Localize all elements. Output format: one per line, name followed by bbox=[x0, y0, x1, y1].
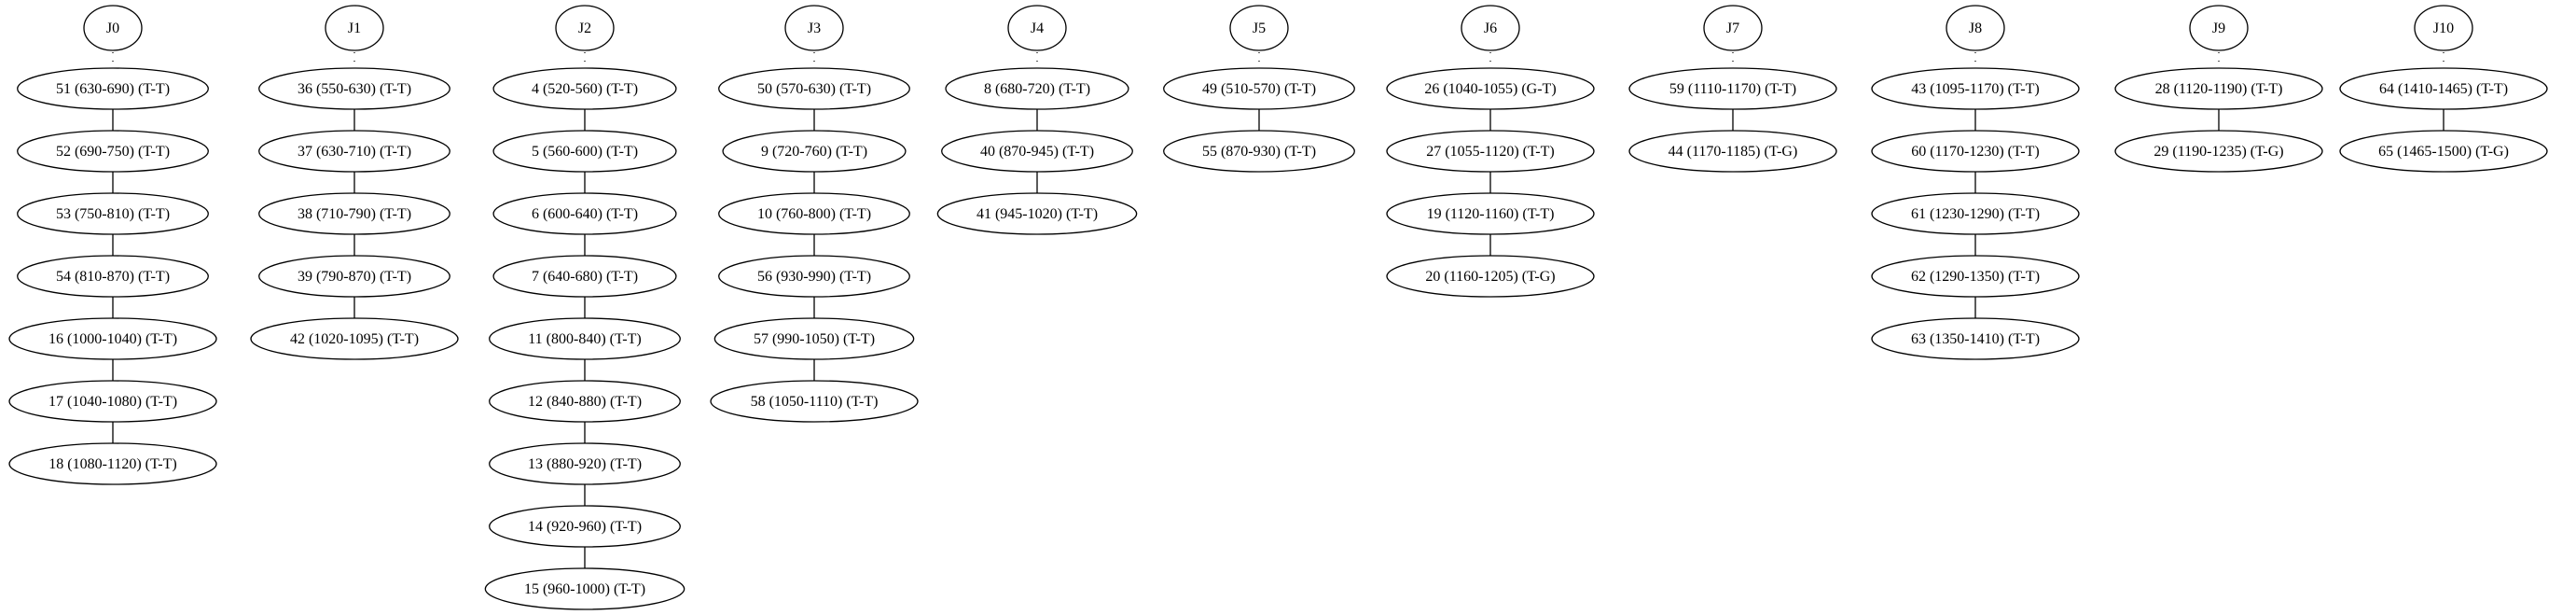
job-node bbox=[1229, 5, 1289, 51]
job-node bbox=[1461, 5, 1520, 51]
task-node bbox=[1628, 130, 1837, 173]
task-label: 42 (1020-1095) (T-T) bbox=[290, 331, 419, 347]
task-node bbox=[1163, 130, 1355, 173]
task-label: 14 (920-960) (T-T) bbox=[528, 519, 642, 535]
task-label: 17 (1040-1080) (T-T) bbox=[48, 394, 177, 410]
task-label: 53 (750-810) (T-T) bbox=[56, 206, 170, 222]
job-column-j2: J2 4 (520-560) (T-T) 5 (560-600) (T-T) 6 (6… bbox=[484, 5, 686, 610]
job-node bbox=[325, 5, 384, 51]
task-label: 38 (710-790) (T-T) bbox=[298, 206, 411, 222]
job-node bbox=[784, 5, 844, 51]
job-label: J5 bbox=[1253, 21, 1266, 36]
job-column-j10: J10 64 (1410-1465) (T-T) 65 (1465-1500) (T… bbox=[2339, 5, 2548, 173]
task-label: 9 (720-760) (T-T) bbox=[761, 144, 867, 160]
job-node bbox=[2414, 5, 2473, 51]
job-label: J6 bbox=[1484, 21, 1497, 36]
job-node bbox=[1946, 5, 2005, 51]
task-label: 13 (880-920) (T-T) bbox=[528, 456, 642, 472]
task-label: 4 (520-560) (T-T) bbox=[532, 81, 638, 97]
task-label: 44 (1170-1185) (T-G) bbox=[1669, 144, 1798, 160]
task-label: 8 (680-720) (T-T) bbox=[984, 81, 1090, 97]
job-label: J3 bbox=[808, 21, 821, 36]
job-column-j6: J6 26 (1040-1055) (G-T) 27 (1055-1120) (T-… bbox=[1386, 5, 1595, 298]
task-label: 61 (1230-1290) (T-T) bbox=[1911, 206, 2040, 222]
task-label: 57 (990-1050) (T-T) bbox=[754, 331, 875, 347]
task-label: 16 (1000-1040) (T-T) bbox=[48, 331, 177, 347]
task-label: 15 (960-1000) (T-T) bbox=[524, 581, 645, 597]
task-label: 29 (1190-1235) (T-G) bbox=[2154, 144, 2283, 160]
job-label: J4 bbox=[1031, 21, 1044, 36]
job-column-j3: J3 50 (570-630) (T-T) 9 (720-760) (T-T) 10 … bbox=[710, 5, 919, 423]
task-label: 11 (800-840) (T-T) bbox=[528, 331, 641, 347]
task-node bbox=[250, 317, 459, 360]
task-label: 63 (1350-1410) (T-T) bbox=[1911, 331, 2040, 347]
job-label: J10 bbox=[2433, 21, 2454, 36]
task-label: 26 (1040-1055) (G-T) bbox=[1424, 81, 1556, 97]
task-node bbox=[8, 442, 217, 485]
task-label: 37 (630-710) (T-T) bbox=[298, 144, 411, 160]
task-node bbox=[2339, 130, 2548, 173]
job-column-j9: J9 28 (1120-1190) (T-T) 29 (1190-1235) (T-… bbox=[2114, 5, 2323, 173]
job-label: J8 bbox=[1969, 21, 1982, 36]
task-label: 39 (790-870) (T-T) bbox=[298, 269, 411, 285]
task-label: 60 (1170-1230) (T-T) bbox=[1911, 144, 2039, 160]
task-label: 49 (510-570) (T-T) bbox=[1202, 81, 1316, 97]
job-label: J0 bbox=[106, 21, 119, 36]
task-label: 40 (870-945) (T-T) bbox=[980, 144, 1094, 160]
job-column-j1: J1 36 (550-630) (T-T) 37 (630-710) (T-T) 38… bbox=[250, 5, 459, 360]
job-label: J2 bbox=[578, 21, 591, 36]
task-node bbox=[2114, 130, 2323, 173]
task-label: 64 (1410-1465) (T-T) bbox=[2379, 81, 2508, 97]
task-label: 18 (1080-1120) (T-T) bbox=[48, 456, 176, 472]
task-label: 7 (640-680) (T-T) bbox=[532, 269, 638, 285]
task-label: 54 (810-870) (T-T) bbox=[56, 269, 170, 285]
job-label: J7 bbox=[1726, 21, 1739, 36]
job-node bbox=[1703, 5, 1763, 51]
job-node bbox=[2189, 5, 2249, 51]
task-label: 51 (630-690) (T-T) bbox=[56, 81, 170, 97]
task-label: 50 (570-630) (T-T) bbox=[757, 81, 871, 97]
task-label: 27 (1055-1120) (T-T) bbox=[1426, 144, 1554, 160]
task-label: 5 (560-600) (T-T) bbox=[532, 144, 638, 160]
job-column-j0: J0 51 (630-690) (T-T) 52 (690-750) (T-T) 53… bbox=[8, 5, 217, 485]
task-label: 43 (1095-1170) (T-T) bbox=[1911, 81, 2039, 97]
task-label: 56 (930-990) (T-T) bbox=[757, 269, 871, 285]
task-label: 28 (1120-1190) (T-T) bbox=[2155, 81, 2283, 97]
task-label: 41 (945-1020) (T-T) bbox=[976, 206, 1098, 222]
task-label: 52 (690-750) (T-T) bbox=[56, 144, 170, 160]
task-node bbox=[1386, 255, 1595, 298]
job-column-j4: J4 8 (680-720) (T-T) 40 (870-945) (T-T) 41 … bbox=[936, 5, 1138, 235]
job-label: J1 bbox=[348, 21, 361, 36]
task-label: 20 (1160-1205) (T-G) bbox=[1425, 269, 1555, 285]
task-node bbox=[1871, 317, 2080, 360]
task-label: 6 (600-640) (T-T) bbox=[532, 206, 638, 222]
task-label: 19 (1120-1160) (T-T) bbox=[1427, 206, 1555, 222]
job-column-j5: J5 49 (510-570) (T-T) 55 (870-930) (T-T) bbox=[1163, 5, 1355, 173]
task-label: 62 (1290-1350) (T-T) bbox=[1911, 269, 2040, 285]
job-column-j8: J8 43 (1095-1170) (T-T) 60 (1170-1230) (T-… bbox=[1871, 5, 2080, 360]
task-label: 65 (1465-1500) (T-G) bbox=[2378, 144, 2509, 160]
task-label: 12 (840-880) (T-T) bbox=[528, 394, 642, 410]
job-node bbox=[83, 5, 143, 51]
task-label: 58 (1050-1110) (T-T) bbox=[751, 394, 879, 410]
task-node bbox=[710, 380, 919, 423]
job-node bbox=[555, 5, 615, 51]
job-column-j7: J7 59 (1110-1170) (T-T) 44 (1170-1185) (T-… bbox=[1628, 5, 1837, 173]
task-node bbox=[484, 567, 686, 610]
task-label: 55 (870-930) (T-T) bbox=[1202, 144, 1316, 160]
task-label: 59 (1110-1170) (T-T) bbox=[1669, 81, 1796, 97]
job-label: J9 bbox=[2212, 21, 2225, 36]
job-node bbox=[1007, 5, 1067, 51]
task-label: 10 (760-800) (T-T) bbox=[757, 206, 871, 222]
task-node bbox=[936, 192, 1138, 235]
task-label: 36 (550-630) (T-T) bbox=[298, 81, 411, 97]
